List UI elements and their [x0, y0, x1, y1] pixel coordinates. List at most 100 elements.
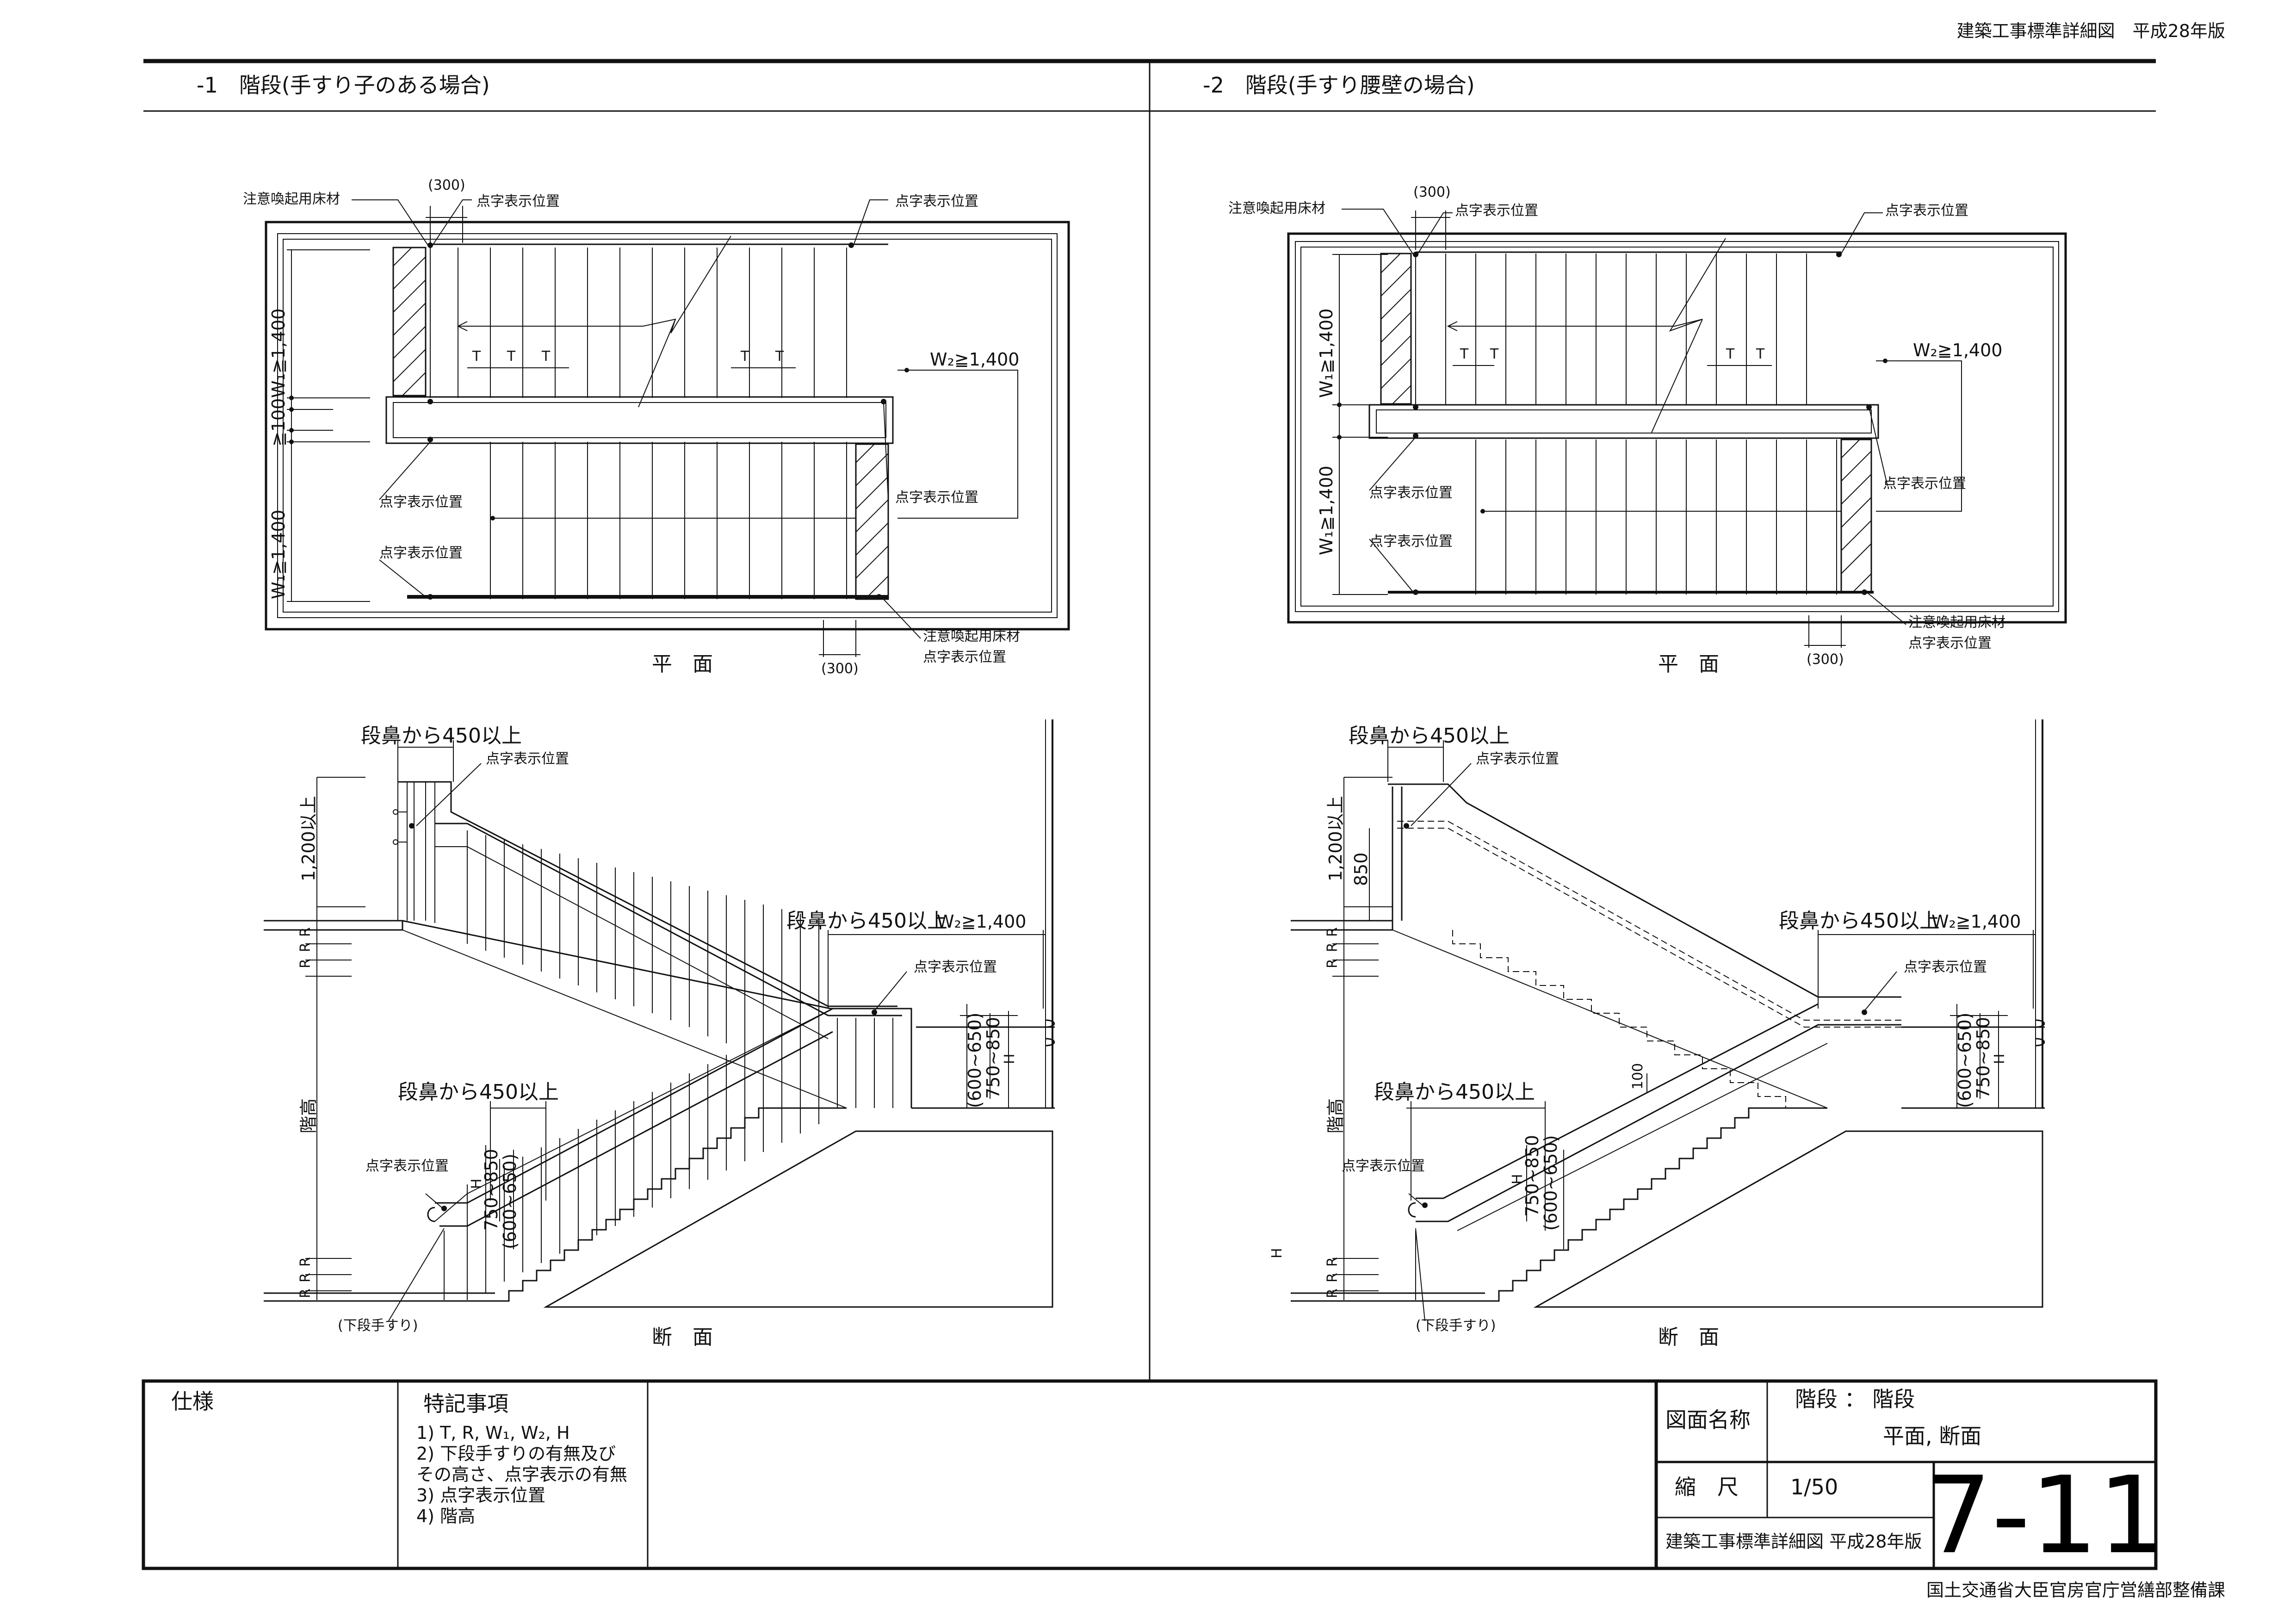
drawing-name-1: 階段 ： 階段 — [1795, 1387, 1915, 1412]
drawing-name-label: 図面名称 — [1665, 1407, 1751, 1432]
w1-dim-lower: W₁≧1,400 — [1316, 466, 1337, 555]
note-line: その高さ、点字表示の有無 — [416, 1464, 627, 1485]
riser-label: R — [1324, 1288, 1341, 1298]
rail-range: 750~850 — [481, 1149, 501, 1231]
riser-label: R — [1324, 927, 1341, 937]
tread-label: T — [472, 348, 481, 365]
sheet-number: 7-11 — [1924, 1454, 2166, 1578]
note-line: 1) T, R, W₁, W₂, H — [416, 1423, 570, 1443]
top-offset-note: 段鼻から450以上 — [361, 724, 522, 748]
tread-label: T — [1460, 346, 1469, 362]
braille-note: 点字表示位置 — [1908, 635, 1992, 651]
title-block: 仕様 特記事項 1) T, R, W₁, W₂, H 2) 下段手すりの有無及び… — [142, 1379, 2166, 1578]
height-850: 850 — [1351, 852, 1371, 886]
riser-label: R — [1324, 959, 1341, 968]
tread-label: T — [775, 348, 784, 365]
braille-note: 点字表示位置 — [1883, 476, 1966, 492]
braille-note: 点字表示位置 — [895, 489, 978, 506]
issuer: 国土交通省大臣官房官庁営繕部整備課 — [1926, 1580, 2225, 1600]
braille-note: 点字表示位置 — [923, 649, 1006, 665]
riser-label: R — [297, 959, 314, 968]
scale-label: 縮 尺 — [1675, 1474, 1739, 1499]
braille-note: 点字表示位置 — [914, 959, 997, 975]
header-standard: 建築工事標準詳細図 平成28年版 — [1957, 21, 2225, 41]
braille-note: 点字表示位置 — [1342, 1158, 1425, 1174]
lower-rail-note: (下段手すり) — [1416, 1318, 1496, 1334]
w1-dim-upper: W₁≧1,400 — [268, 309, 289, 398]
lower-rail-note: (下段手すり) — [338, 1318, 418, 1334]
notes-title: 特記事項 — [423, 1391, 508, 1416]
rail-range: 750~850 — [1522, 1135, 1542, 1217]
landing-offset-note: 段鼻から450以上 — [786, 909, 947, 933]
riser-label: R — [297, 927, 314, 937]
section-view-2: 段鼻から450以上 点字表示位置 段鼻から450以上 W₂≧1,400 点字表示… — [1269, 719, 2045, 1349]
section-view-1: 段鼻から450以上 点字表示位置 段鼻から450以上 W₂≧1,400 点字表示… — [264, 719, 1055, 1349]
braille-note: 点字表示位置 — [1476, 751, 1559, 767]
w1-dim-lower: W₁≧1,400 — [268, 510, 289, 599]
braille-note: 点字表示位置 — [1885, 203, 1968, 219]
braille-note: 点字表示位置 — [379, 545, 463, 561]
lower-flight-treads-1 — [490, 442, 847, 599]
spec-label: 仕様 — [171, 1389, 214, 1414]
top-offset-note: 段鼻から450以上 — [1349, 724, 1510, 748]
braille-note: 点字表示位置 — [1455, 203, 1538, 219]
braille-note: 点字表示位置 — [379, 494, 463, 510]
section-label: 断 面 — [1658, 1326, 1719, 1349]
caution-floor-note: 注意喚起用床材 — [1228, 200, 1325, 217]
caution-floor-note: 注意喚起用床材 — [1908, 614, 2005, 631]
riser-label: R — [297, 1257, 314, 1267]
tread-label: T — [541, 348, 551, 365]
dim-300-bottom: (300) — [821, 661, 859, 677]
gap-dim: ≧100 — [268, 398, 289, 446]
scale-value: 1/50 — [1790, 1474, 1838, 1499]
floor-height-dim: 階高 — [1325, 1098, 1346, 1134]
braille-note: 点字表示位置 — [895, 193, 978, 210]
height-dim: 1,200以上 — [1325, 796, 1346, 881]
h-label: H — [1992, 1053, 2008, 1064]
dim-300-top: (300) — [1413, 184, 1451, 200]
braille-note: 点字表示位置 — [365, 1158, 449, 1174]
braille-note: 点字表示位置 — [486, 751, 569, 767]
riser-label: R — [1324, 1273, 1341, 1282]
riser-label: R — [297, 942, 314, 952]
lower-offset-note: 段鼻から450以上 — [1374, 1080, 1535, 1104]
drawing-name-2: 平面, 断面 — [1883, 1424, 1981, 1449]
riser-label: R — [1324, 942, 1341, 952]
lower-offset-note: 段鼻から450以上 — [398, 1080, 559, 1104]
riser-label: R — [297, 1273, 314, 1282]
note-line: 4) 階高 — [416, 1506, 475, 1526]
floor-height-dim: 階高 — [298, 1098, 319, 1134]
dim-300-bottom: (300) — [1807, 651, 1844, 668]
w2-dim: W₂≧1,400 — [1913, 340, 2002, 360]
tread-label: T — [1756, 346, 1765, 362]
plan-label: 平 面 — [1658, 652, 1719, 676]
braille-note: 点字表示位置 — [1369, 485, 1453, 501]
rail-range: (600~650) — [1541, 1135, 1561, 1231]
plan-view-1: T T T T T 注意喚起用床材 (300) 点字表示位置 点字表示位置 点字… — [243, 177, 1070, 677]
standard-name: 建築工事標準詳細図 平成28年版 — [1665, 1531, 1922, 1552]
note-line: 2) 下段手すりの有無及び — [416, 1443, 616, 1464]
riser-label: R — [297, 1288, 314, 1298]
upper-flight-treads-2 — [1415, 254, 1807, 405]
h-label: H — [1002, 1053, 1018, 1064]
w2-dim: W₂≧1,400 — [930, 349, 1019, 370]
braille-note: 点字表示位置 — [477, 193, 560, 210]
gap-100: 100 — [1630, 1063, 1646, 1090]
caution-floor-note: 注意喚起用床材 — [923, 628, 1020, 644]
tread-label: T — [1726, 346, 1735, 362]
tread-label: T — [1490, 346, 1499, 362]
rail-range: 750~850 — [983, 1017, 1003, 1099]
height-dim: 1,200以上 — [298, 796, 319, 881]
w1-dim-upper: W₁≧1,400 — [1316, 309, 1337, 398]
note-line: 3) 点字表示位置 — [416, 1485, 545, 1505]
caution-floor-note: 注意喚起用床材 — [243, 191, 340, 207]
braille-note: 点字表示位置 — [1904, 959, 1987, 975]
rail-range: (600~650) — [500, 1153, 520, 1249]
tread-label: T — [740, 348, 749, 365]
w2-dim: W₂≧1,400 — [937, 911, 1026, 932]
plan-label: 平 面 — [652, 652, 713, 676]
tread-label: T — [507, 348, 516, 365]
h-label: H — [1269, 1248, 1285, 1258]
rail-range: 750~850 — [1973, 1017, 1993, 1099]
